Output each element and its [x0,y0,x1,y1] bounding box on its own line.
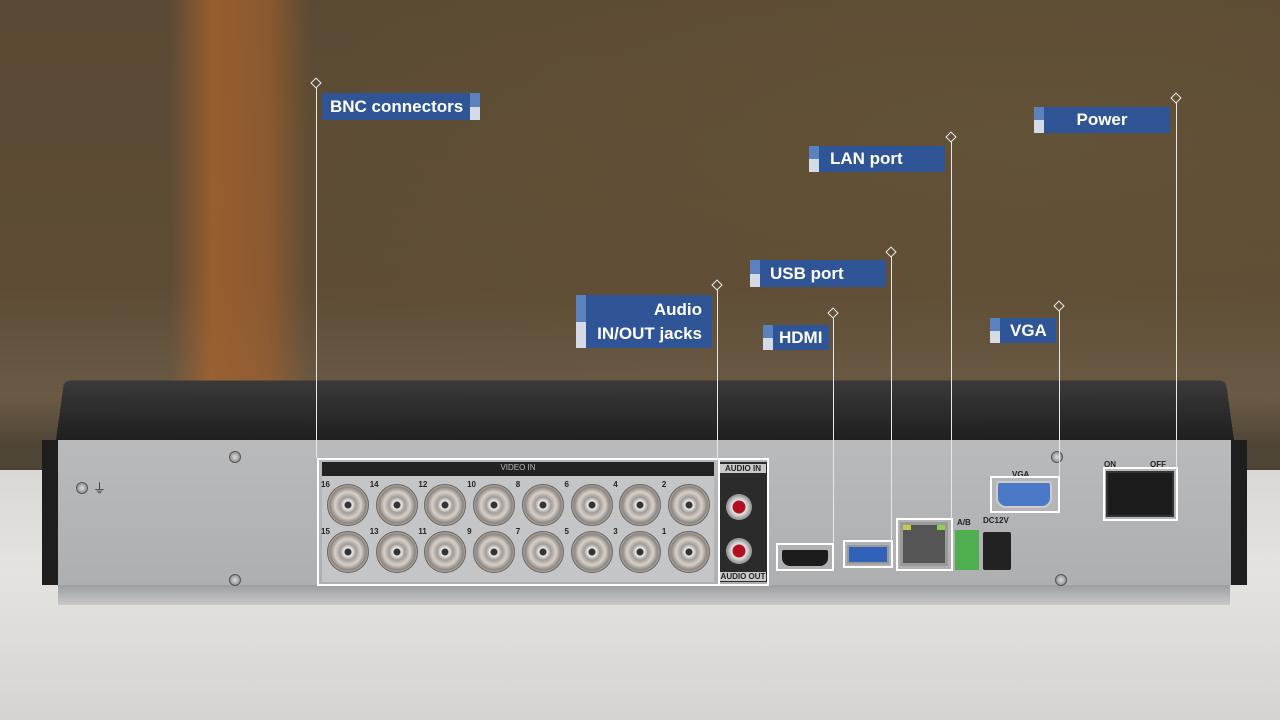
power-highlight-box [1103,467,1178,521]
callout-text: USB port [770,264,844,284]
lan-leader-line [951,142,952,519]
rs485-terminal [955,530,979,570]
dvr-top-cover [56,381,1234,442]
callout-text: LAN port [830,149,903,169]
callout-accent [763,325,773,350]
bnc-highlight-box [317,458,720,586]
callout-text: HDMI [779,328,822,348]
lan-highlight-box [896,518,953,571]
callout-text: BNC connectors [330,97,463,117]
callout-accent [990,318,1000,343]
callout-usb-port: USB port [750,260,886,287]
ground-screw-icon [76,482,88,494]
screw-icon [229,574,241,586]
vga-highlight-box [990,476,1060,513]
usb-highlight-box [843,540,893,568]
ab-label: A/B [957,518,971,527]
screw-icon [229,451,241,463]
callout-accent [576,295,586,348]
callout-lan-port: LAN port [809,146,945,172]
usb-leader-line [891,257,892,541]
callout-power: Power [1034,107,1170,133]
screw-icon [1051,451,1063,463]
callout-text: VGA [1010,321,1047,341]
audio-highlight-box [718,458,769,586]
hdmi-highlight-box [776,543,834,571]
audio-leader-line [717,290,718,460]
callout-text-line1: Audio [654,298,702,322]
bnc-leader-line [316,88,317,458]
ground-icon: ⏚ [93,478,106,497]
power-leader-line [1176,103,1177,468]
dc-power-jack [983,532,1011,570]
callout-text-line2: IN/OUT jacks [597,322,702,346]
dvr-base [58,585,1230,605]
callout-hdmi: HDMI [763,325,829,350]
callout-accent [1034,107,1044,133]
callout-accent [750,260,760,287]
screw-icon [1055,574,1067,586]
callout-bnc-connectors: BNC connectors [322,93,480,120]
hdmi-leader-line [833,318,834,544]
callout-text: Power [1076,110,1127,130]
callout-accent [470,93,480,120]
vga-leader-line [1059,311,1060,477]
callout-audio-jacks: Audio IN/OUT jacks [576,295,712,348]
callout-vga: VGA [990,318,1056,343]
dc-label: DC12V [983,516,1009,525]
callout-accent [809,146,819,172]
